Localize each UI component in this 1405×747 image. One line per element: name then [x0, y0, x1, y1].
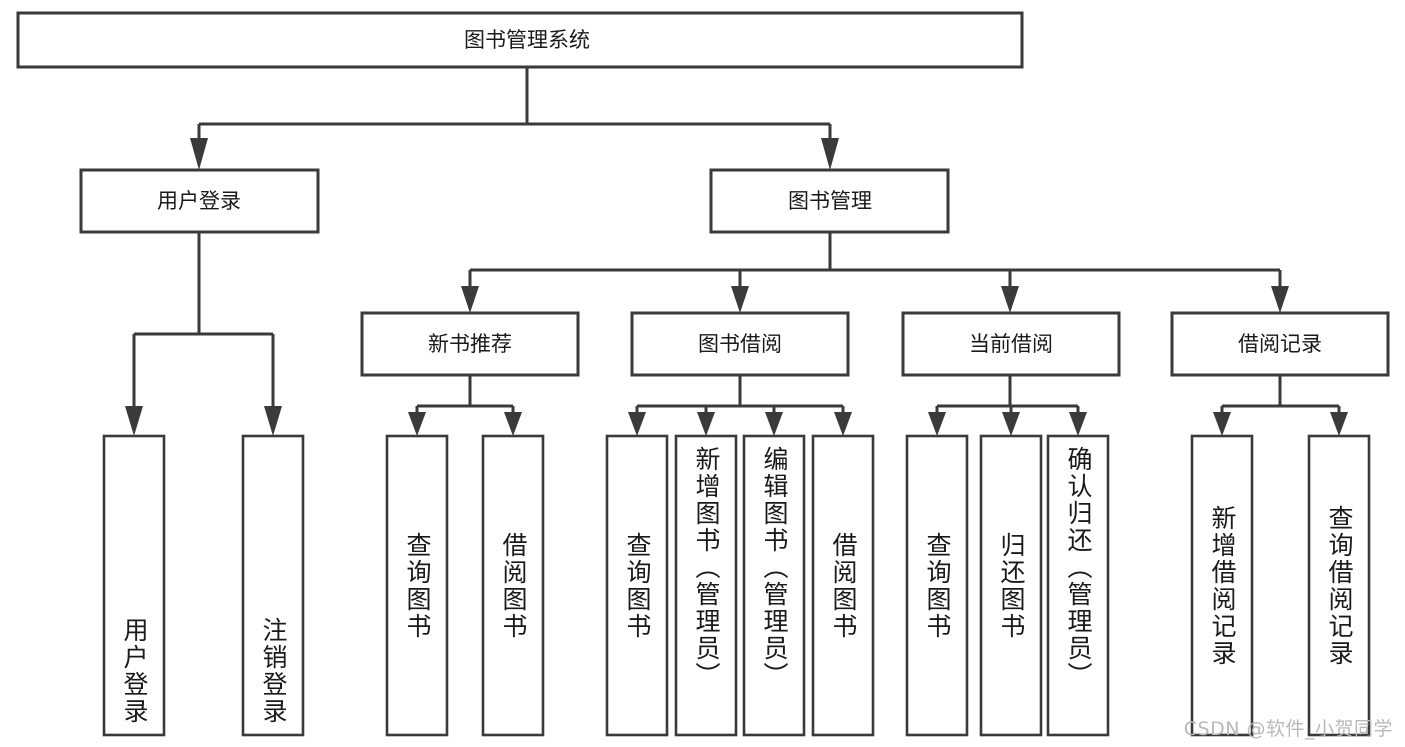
- node-root-label: 图书管理系统: [464, 28, 590, 52]
- arrow-head-user-login: [190, 138, 208, 170]
- leaf-box-book-borrow-1[interactable]: [605, 434, 669, 737]
- leaf-box-borrow-record-2[interactable]: [1307, 434, 1371, 737]
- arrow-head-leaf-book-borrow-3: [765, 412, 783, 436]
- connector-group-book-borrow: [628, 375, 852, 436]
- arrow-head-borrow-record: [1271, 286, 1289, 313]
- leaf-box-user-login-2[interactable]: [241, 434, 305, 737]
- arrow-head-leaf-current-borrow-1: [928, 412, 946, 436]
- arrow-head-new-book: [461, 286, 479, 313]
- connector-group-user-login: [125, 232, 282, 436]
- leaf-box-current-borrow-1[interactable]: [905, 434, 969, 737]
- node-root[interactable]: 图书管理系统: [16, 11, 1024, 69]
- arrow-head-leaf-book-borrow-4: [834, 412, 852, 436]
- node-book-borrow-box[interactable]: [630, 311, 850, 377]
- node-root-box[interactable]: [16, 11, 1024, 69]
- node-current-borrow-box[interactable]: [901, 311, 1121, 377]
- arrow-head-leaf-new-book-1: [408, 412, 426, 436]
- node-new-book-recommend-box[interactable]: [360, 311, 580, 377]
- connector-group-borrow-record: [1213, 375, 1348, 436]
- connector-group-root: [190, 67, 839, 170]
- arrow-head-leaf-current-borrow-3: [1069, 412, 1087, 436]
- node-borrow-record-box[interactable]: [1170, 311, 1390, 377]
- arrow-head-leaf-borrow-record-2: [1330, 412, 1348, 436]
- arrow-head-book-borrow: [731, 286, 749, 313]
- leaf-box-current-borrow-2[interactable]: [979, 434, 1043, 737]
- node-book-management[interactable]: 图书管理: [709, 168, 950, 234]
- connector-group-new-book: [408, 375, 522, 436]
- arrow-head-current-borrow: [1001, 286, 1019, 313]
- arrow-head-leaf-user-login-1: [125, 406, 143, 436]
- leaf-box-new-book-2[interactable]: [481, 434, 545, 737]
- leaf-box-book-borrow-3[interactable]: [742, 434, 806, 737]
- node-new-book-recommend[interactable]: 新书推荐: [360, 311, 580, 377]
- node-user-login-box[interactable]: [79, 168, 320, 234]
- node-current-borrow[interactable]: 当前借阅: [901, 311, 1121, 377]
- arrow-head-leaf-current-borrow-2: [1002, 412, 1020, 436]
- arrow-head-leaf-user-login-2: [264, 406, 282, 436]
- node-borrow-record[interactable]: 借阅记录: [1170, 311, 1390, 377]
- arrow-head-leaf-book-borrow-1: [628, 412, 646, 436]
- node-book-borrow[interactable]: 图书借阅: [630, 311, 850, 377]
- leaf-box-current-borrow-3[interactable]: [1046, 434, 1110, 737]
- node-book-management-box[interactable]: [709, 168, 950, 234]
- connector-group-book-mgmt: [461, 232, 1289, 313]
- leaf-box-borrow-record-1[interactable]: [1190, 434, 1254, 737]
- leaf-box-new-book-1[interactable]: [385, 434, 449, 737]
- leaf-box-book-borrow-2[interactable]: [674, 434, 738, 737]
- arrow-head-leaf-book-borrow-2: [697, 412, 715, 436]
- node-user-login-label: 用户登录: [157, 189, 241, 213]
- node-user-login[interactable]: 用户登录: [79, 168, 320, 234]
- arrow-head-leaf-borrow-record-1: [1213, 412, 1231, 436]
- leaf-box-user-login-1[interactable]: [102, 434, 166, 737]
- arrow-head-leaf-new-book-2: [504, 412, 522, 436]
- node-book-borrow-label: 图书借阅: [698, 332, 782, 356]
- node-borrow-record-label: 借阅记录: [1238, 332, 1322, 356]
- node-new-book-recommend-label: 新书推荐: [428, 332, 512, 356]
- arrow-head-book-mgmt: [821, 138, 839, 170]
- node-book-management-label: 图书管理: [788, 189, 872, 213]
- leaf-box-book-borrow-4[interactable]: [811, 434, 875, 737]
- connector-group-current-borrow: [928, 375, 1087, 436]
- node-current-borrow-label: 当前借阅: [969, 332, 1053, 356]
